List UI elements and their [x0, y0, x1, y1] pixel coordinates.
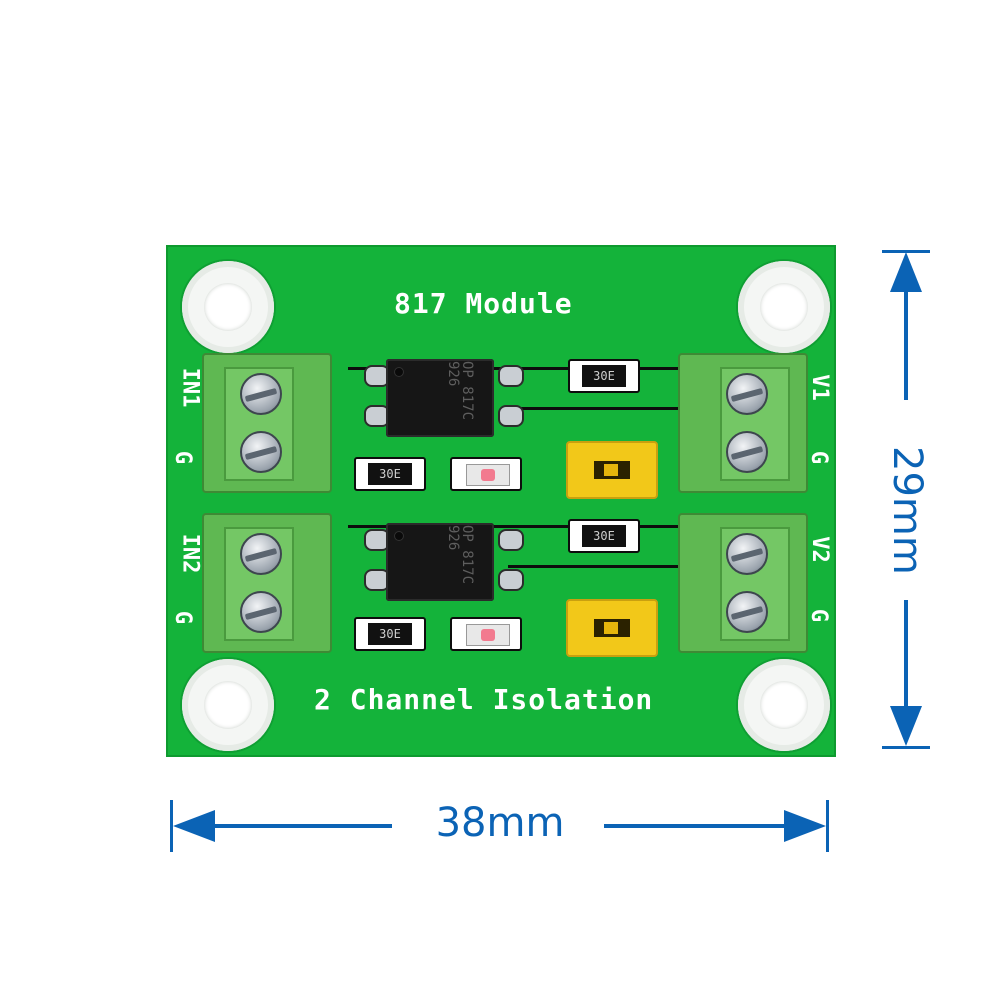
label-in2: IN2 [177, 533, 203, 574]
label-in1: IN1 [177, 367, 203, 408]
label-v2: V2 [806, 536, 832, 563]
terminal-block-v2 [678, 513, 808, 653]
resistor-r3: 30E [354, 617, 426, 651]
arrow-up-icon [890, 252, 922, 292]
screw-terminal-v2[interactable] [726, 533, 768, 575]
board-title-top: 817 Module [394, 287, 573, 320]
dim-height-cap-top [882, 250, 930, 253]
label-g1-left: G [170, 450, 196, 465]
mounting-hole-bottom-right [738, 659, 830, 751]
mounting-hole-top-right [738, 261, 830, 353]
dim-height-label: 29mm [884, 446, 930, 575]
label-g2-left: G [170, 610, 196, 625]
resistor-r1: 30E [354, 457, 426, 491]
dim-width-line-right [604, 824, 786, 828]
terminal-block-in1 [202, 353, 332, 493]
screw-terminal-in2[interactable] [240, 533, 282, 575]
dim-height-line-bottom [904, 600, 908, 720]
ic-marking-1: OP 817C 926 [445, 361, 475, 421]
mounting-hole-top-left [182, 261, 274, 353]
led-channel-1 [450, 457, 522, 491]
arrow-down-icon [890, 706, 922, 746]
dim-height-cap-bottom [882, 746, 930, 749]
jumper-channel-1[interactable] [566, 441, 658, 499]
dim-width-cap-left [170, 800, 173, 852]
resistor-r4: 30E [568, 519, 640, 553]
jumper-channel-2[interactable] [566, 599, 658, 657]
mounting-hole-bottom-left [182, 659, 274, 751]
screw-terminal-v1[interactable] [726, 373, 768, 415]
screw-terminal-g1[interactable] [240, 431, 282, 473]
board-title-bottom: 2 Channel Isolation [314, 683, 654, 716]
dim-width-label: 38mm [435, 800, 565, 846]
label-v1: V1 [806, 374, 832, 401]
arrow-left-icon [173, 810, 215, 842]
optocoupler-1: OP 817C 926 [386, 359, 494, 437]
label-g2-right: G [806, 608, 832, 623]
screw-terminal-in1[interactable] [240, 373, 282, 415]
screw-terminal-g2[interactable] [240, 591, 282, 633]
dim-width-cap-right [826, 800, 829, 852]
dim-width-line-left [210, 824, 392, 828]
terminal-block-in2 [202, 513, 332, 653]
screw-terminal-g2-out[interactable] [726, 591, 768, 633]
terminal-block-v1 [678, 353, 808, 493]
ic-marking-2: OP 817C 926 [445, 525, 475, 585]
led-channel-2 [450, 617, 522, 651]
pcb-board: 817 Module 2 Channel Isolation IN1 G IN2… [166, 245, 836, 757]
resistor-r2: 30E [568, 359, 640, 393]
label-g1-right: G [806, 450, 832, 465]
dim-height-line-top [904, 280, 908, 400]
arrow-right-icon [784, 810, 826, 842]
screw-terminal-g1-out[interactable] [726, 431, 768, 473]
optocoupler-2: OP 817C 926 [386, 523, 494, 601]
